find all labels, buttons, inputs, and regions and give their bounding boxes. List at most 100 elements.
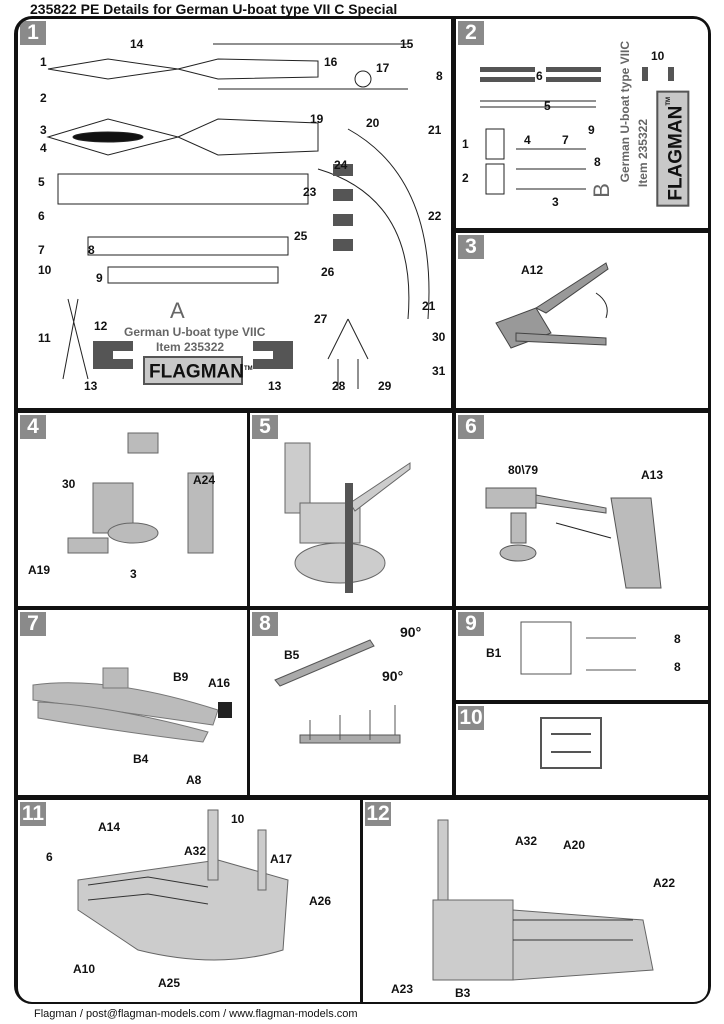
- part-label: 10: [231, 812, 245, 826]
- part-label: 23: [303, 185, 317, 199]
- conning-tower-rear-drawing: [432, 819, 654, 981]
- step-number: 1: [20, 21, 46, 45]
- part-label: 13: [84, 379, 98, 393]
- part-label: 12: [94, 319, 108, 333]
- part-label: 3: [40, 123, 47, 137]
- part-label: 22: [428, 209, 442, 223]
- part-label: B4: [133, 752, 149, 766]
- step-number: 3: [458, 235, 484, 259]
- part-label: 3: [130, 567, 137, 581]
- part-label: A19: [28, 563, 51, 577]
- part-label: 9: [588, 123, 595, 137]
- part-label: B5: [284, 648, 300, 662]
- step-number: 10: [458, 706, 484, 730]
- railing-fold-drawing: [274, 639, 401, 744]
- step-number: 2: [458, 21, 484, 45]
- flagman-logo: FLAGMANTM: [656, 91, 690, 207]
- step-8-panel: 8 B5 90° 90°: [250, 610, 452, 795]
- part-label: 29: [378, 379, 392, 393]
- part-label: A20: [563, 838, 586, 852]
- part-label: 8: [674, 660, 681, 674]
- pe-fret-a-drawing: [46, 43, 430, 389]
- part-label: 8: [88, 243, 95, 257]
- part-label: 4: [40, 141, 47, 155]
- step-number: 4: [20, 415, 46, 439]
- part-label: 6: [536, 69, 543, 83]
- part-label: A25: [158, 976, 181, 990]
- gun-assembly-drawing: [67, 432, 214, 554]
- part-label: 26: [321, 265, 335, 279]
- part-label: 31: [432, 364, 446, 378]
- part-label: 8: [594, 155, 601, 169]
- part-label: A12: [521, 263, 544, 277]
- page-title: 235822 PE Details for German U-boat type…: [30, 1, 398, 17]
- part-label: A10: [73, 962, 96, 976]
- part-label: 27: [314, 312, 328, 326]
- part-label: A26: [309, 894, 332, 908]
- footer-contact: Flagman / post@flagman-models.com / www.…: [34, 1008, 358, 1020]
- rack-drawing: [520, 621, 636, 675]
- part-label: A17: [270, 852, 293, 866]
- part-label: A14: [98, 820, 121, 834]
- step-number: 11: [20, 802, 46, 826]
- part-label: A16: [208, 676, 231, 690]
- part-label: 4: [524, 133, 531, 147]
- part-label: A8: [186, 773, 202, 787]
- part-label: B1: [486, 646, 502, 660]
- gun-mount-drawing: [495, 262, 609, 349]
- part-label: 30: [62, 477, 76, 491]
- part-label: 21: [428, 123, 442, 137]
- part-label: 15: [400, 37, 414, 51]
- part-label: 1: [462, 137, 469, 151]
- part-label: 10: [651, 49, 665, 63]
- step-4-panel: 4 30 A24 A19 3: [18, 413, 247, 606]
- sheet-item: Item 235322: [636, 119, 650, 188]
- part-label: 28: [332, 379, 346, 393]
- step-number: 9: [458, 612, 484, 636]
- sheet-letter: A: [170, 298, 185, 323]
- step-number: 12: [365, 802, 391, 826]
- step-number: 5: [252, 415, 278, 439]
- part-label: 20: [366, 116, 380, 130]
- step-7-panel: 7 B9 A16 B4 A8: [18, 610, 247, 795]
- step-number: 8: [252, 612, 278, 636]
- part-label: 24: [334, 158, 348, 172]
- part-label: 19: [310, 112, 324, 126]
- step-1-panel: 1 1 2 3 4 5 6 7 8 9 10 11 12 13 13 14 15…: [18, 19, 451, 408]
- part-label: 3: [552, 195, 559, 209]
- step-10-panel: 10: [456, 704, 708, 795]
- part-label: 13: [268, 379, 282, 393]
- part-label: 7: [38, 243, 45, 257]
- part-label: 8: [436, 69, 443, 83]
- part-label: 6: [38, 209, 45, 223]
- sheet-item: Item 235322: [156, 340, 225, 354]
- part-label: 2: [40, 91, 47, 105]
- rack-assembled-drawing: [540, 717, 602, 769]
- pe-fret-b-drawing: [480, 67, 674, 195]
- part-label: 10: [38, 263, 52, 277]
- part-label: 2: [462, 171, 469, 185]
- part-label: 1: [40, 55, 47, 69]
- assembled-gun-drawing: [284, 442, 411, 593]
- part-label: 7: [562, 133, 569, 147]
- part-label: 8: [674, 632, 681, 646]
- step-3-panel: 3 A12: [456, 233, 708, 408]
- part-label: 17: [376, 61, 390, 75]
- part-label: A32: [515, 834, 538, 848]
- step-9-panel: 9 B1 8 8: [456, 610, 708, 700]
- step-5-panel: 5: [250, 413, 452, 606]
- step-12-panel: 12 A32 A20 A22 A23 B3: [363, 800, 708, 1002]
- submarine-hull-drawing: [32, 667, 232, 743]
- step-6-panel: 6 80\79 A13: [456, 413, 708, 606]
- part-label: B3: [455, 986, 471, 1000]
- aa-gun-drawing: [485, 487, 662, 589]
- fold-angle-label: 90°: [382, 668, 404, 684]
- flagman-logo: FLAGMANTM: [143, 356, 253, 386]
- part-label: B9: [173, 670, 189, 684]
- part-label: 21: [422, 299, 436, 313]
- step-2-panel: 2 6 10 5 4 7 9 1 2 3 8 B German U-boat t…: [456, 19, 708, 228]
- sheet-name: German U-boat type VIIC: [618, 41, 632, 183]
- part-label: 9: [96, 271, 103, 285]
- part-label: A23: [391, 982, 414, 996]
- part-label: 14: [130, 37, 144, 51]
